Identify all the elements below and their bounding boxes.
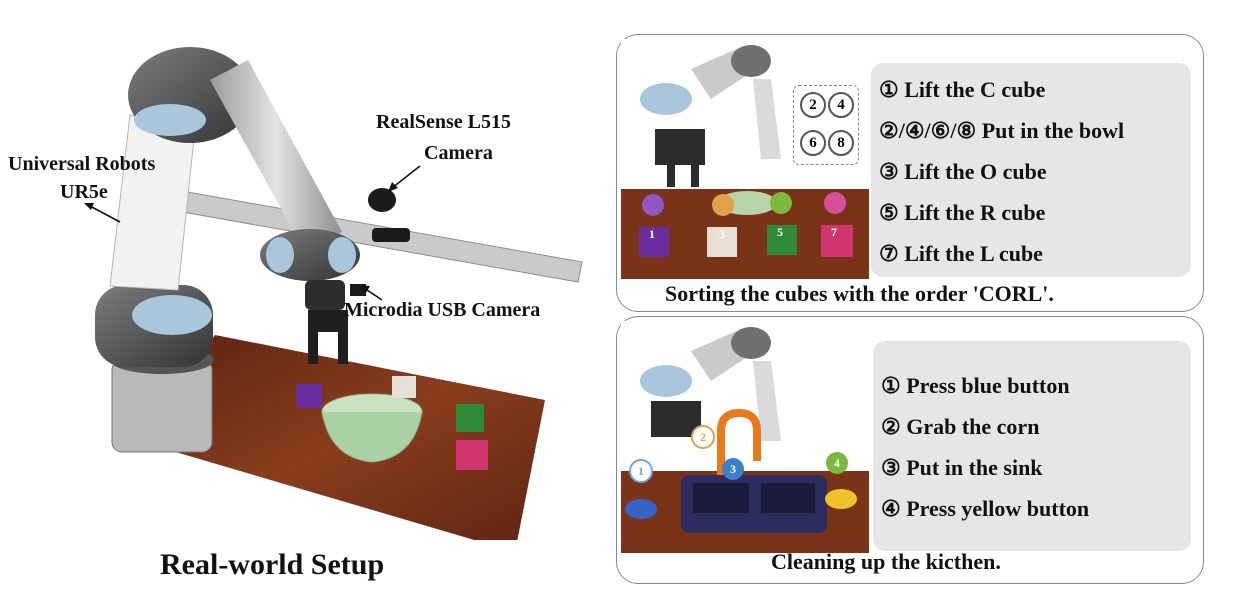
- task1-step: ③ Lift the O cube: [879, 159, 1047, 184]
- task1-marker-1: 1: [649, 227, 655, 241]
- task1-marker-3: 3: [719, 227, 725, 241]
- task1-caption: Sorting the cubes with the order 'CORL'.: [665, 281, 1054, 306]
- bowl-marker-6: 6: [800, 130, 826, 156]
- robot-upper-arm: [210, 60, 342, 252]
- task2-marker-2: 2: [700, 430, 706, 444]
- gripper: [308, 310, 348, 332]
- cube-c: [296, 384, 322, 408]
- task2-marker-4: 4: [834, 456, 840, 470]
- label-usb-camera: Microdia USB Camera: [344, 299, 541, 321]
- bowl-marker-8: 8: [828, 130, 854, 156]
- label-realsense-line2: Camera: [424, 142, 493, 164]
- task1-panel: 1 3 5 7 2 4 6 8 ① Lift the C cube ②/④/⑥/…: [616, 34, 1204, 312]
- setup-illustration: [84, 47, 583, 540]
- task2-steps: ① Press blue button ② Grab the corn ③ Pu…: [873, 341, 1191, 551]
- task1-step: ⑤ Lift the R cube: [879, 200, 1046, 225]
- task2-step: ③ Put in the sink: [881, 455, 1043, 480]
- task1-marker-5: 5: [777, 225, 783, 239]
- cube-l: [456, 440, 488, 470]
- bowl-marker-cluster: 2 4 6 8: [793, 85, 859, 165]
- task1-step: ⑦ Lift the L cube: [879, 241, 1043, 266]
- task2-step: ④ Press yellow button: [881, 496, 1090, 521]
- task2-photo: [621, 321, 869, 553]
- task2-step: ① Press blue button: [881, 373, 1070, 398]
- cube-o: [392, 376, 416, 398]
- label-robot-line1: Universal Robots: [8, 153, 156, 175]
- setup-photo: [0, 0, 600, 540]
- task1-steps: ① Lift the C cube ②/④/⑥/⑧ Put in the bow…: [871, 63, 1191, 277]
- task2-step: ② Grab the corn: [881, 414, 1040, 439]
- task1-marker-7: 7: [831, 225, 837, 239]
- setup-title: Real-world Setup: [160, 548, 385, 581]
- label-realsense-line1: RealSense L515: [376, 111, 511, 133]
- task1-step: ① Lift the C cube: [879, 77, 1046, 102]
- task2-marker-3: 3: [730, 462, 736, 476]
- task2-marker-1: 1: [638, 464, 644, 478]
- task1-photo: [621, 39, 869, 279]
- task1-step: ②/④/⑥/⑧ Put in the bowl: [879, 118, 1125, 143]
- task2-caption: Cleaning up the kicthen.: [771, 549, 1001, 574]
- arrow-realsense: [391, 165, 421, 189]
- task2-panel: 1 2 3 4 ① Press blue button ② Grab the c…: [616, 316, 1204, 584]
- bowl-marker-2: 2: [800, 92, 826, 118]
- bowl-marker-4: 4: [828, 92, 854, 118]
- label-robot-line2: UR5e: [60, 181, 108, 203]
- realsense-camera: [368, 188, 396, 212]
- arrow-robot: [87, 204, 121, 223]
- cube-r: [456, 404, 484, 432]
